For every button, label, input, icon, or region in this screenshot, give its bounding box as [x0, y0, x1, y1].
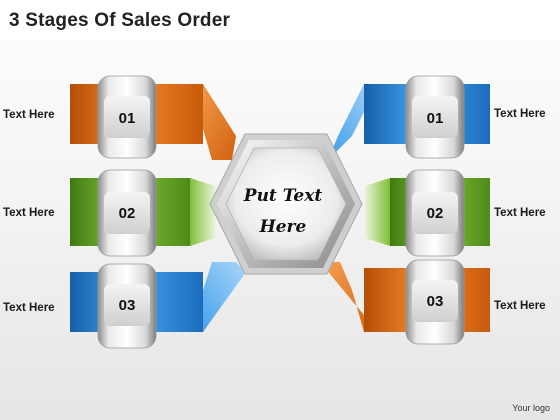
right-capsule-01 [405, 75, 465, 159]
right-stage-number-02: 02 [427, 205, 444, 222]
left-stage-number-01: 01 [119, 110, 136, 127]
right-capsule-03 [405, 259, 465, 345]
left-label-03: Text Here [3, 302, 55, 314]
left-capsule-02 [97, 169, 157, 257]
right-label-03: Text Here [494, 300, 546, 312]
right-connector-03 [320, 262, 378, 332]
right-connector-02 [365, 178, 390, 246]
center-text-line2: Here [259, 217, 307, 237]
left-label-01: Text Here [3, 109, 55, 121]
slide-title: 3 Stages Of Sales Order [9, 10, 231, 31]
left-stage-number-02: 02 [119, 205, 136, 222]
left-connector-02 [190, 178, 215, 246]
right-stage-number-01: 01 [427, 110, 444, 127]
right-label-02: Text Here [494, 207, 546, 219]
left-stage-number-03: 03 [119, 297, 136, 314]
right-capsule-02 [405, 169, 465, 257]
logo-placeholder: Your logo [512, 403, 550, 413]
center-text-line1: Put Text [243, 186, 323, 206]
left-connector-03 [190, 262, 246, 332]
left-capsule-03 [97, 263, 157, 349]
left-capsule-01 [97, 75, 157, 159]
right-stage-number-03: 03 [427, 293, 444, 310]
left-label-02: Text Here [3, 207, 55, 219]
title-bar [0, 0, 560, 38]
center-hexagon [209, 133, 363, 275]
right-label-01: Text Here [494, 108, 546, 120]
